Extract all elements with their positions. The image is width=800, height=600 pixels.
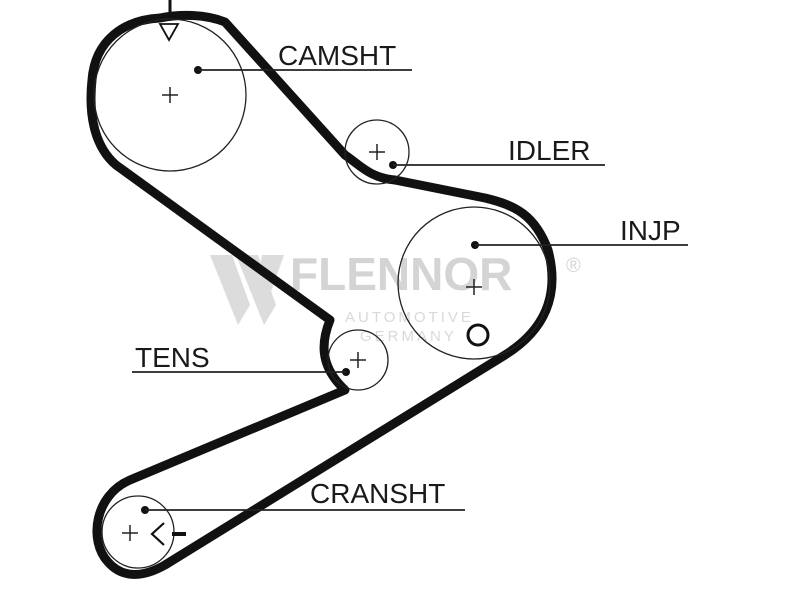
idler-pulley	[344, 119, 605, 185]
watermark-line1: AUTOMOTIVE	[345, 309, 474, 326]
watermark-brand: FLENNOR	[290, 248, 512, 300]
camshaft-label: CAMSHT	[278, 40, 396, 71]
timing-belt	[86, 10, 557, 579]
crankshaft-pulley	[101, 495, 465, 569]
tensioner-pulley	[132, 329, 389, 391]
tensioner-label: TENS	[135, 342, 210, 373]
watermark: FLENNOR ® AUTOMOTIVE GERMANY	[210, 248, 581, 345]
injection-pump-label: INJP	[620, 215, 681, 246]
idler-label: IDLER	[508, 135, 590, 166]
camshaft-pulley	[93, 18, 412, 172]
crankshaft-label: CRANSHT	[310, 478, 445, 509]
injection-pump-pulley	[397, 206, 688, 360]
watermark-line2: GERMANY	[360, 328, 457, 345]
flennor-logo	[210, 255, 284, 325]
watermark-registered-mark: ®	[566, 255, 581, 277]
timing-mark	[158, 0, 180, 42]
